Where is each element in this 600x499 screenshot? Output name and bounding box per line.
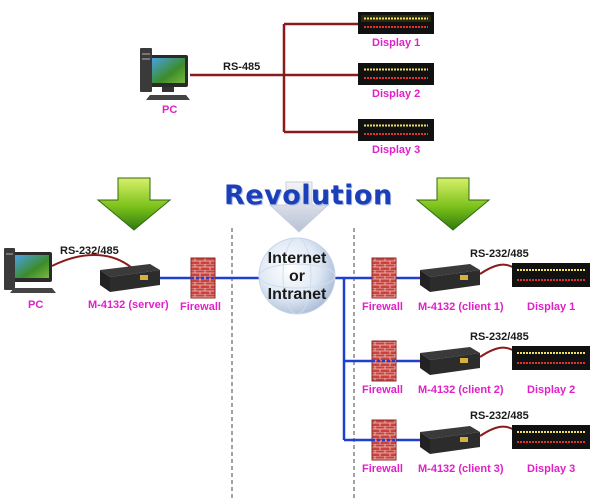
cloud-label-line3: Intranet [267,286,327,303]
cloud-label: Internet or Intranet [262,250,332,304]
client-1-link-label: RS-232/485 [470,248,529,260]
m4132-client-1-icon [420,264,480,292]
client-1-display-label: Display 1 [527,301,576,313]
bottom-display-3-icon [512,425,590,449]
client-2-firewall-label: Firewall [362,384,403,396]
m4132-client-3-icon [420,426,480,454]
cloud-label-line1: Internet [267,250,327,267]
server-firewall-label: Firewall [180,301,221,313]
internet-globe-icon [258,237,336,315]
left-down-arrow-icon [96,177,172,231]
client-2-display-label: Display 2 [527,384,576,396]
server-link-label: RS-232/485 [60,245,119,257]
client-3-display-label: Display 3 [527,463,576,475]
revolution-title: Revolution [224,180,393,211]
top-display-3-icon [358,119,434,141]
right-down-arrow-icon [415,177,491,231]
server-rs232-link [51,254,133,269]
client-3-firewall-icon [371,419,397,461]
client-2-link-label: RS-232/485 [470,331,529,343]
m4132-server-icon [100,264,160,292]
cloud-label-line2: or [289,268,305,285]
client-2-firewall-icon [371,340,397,382]
rs485-bus [190,22,358,134]
top-display-1-icon [358,12,434,34]
client-1-firewall-icon [371,257,397,299]
center-down-arrow-icon [268,181,330,233]
top-pc-icon [140,48,190,100]
client-3-link-label: RS-232/485 [470,410,529,422]
top-pc-label: PC [162,104,178,116]
m4132-client-2-icon [420,347,480,375]
client-1-firewall-label: Firewall [362,301,403,313]
bottom-display-1-icon [512,263,590,287]
top-display-1-label: Display 1 [372,37,421,49]
client-rs232-links [479,263,515,437]
bottom-pc-label: PC [28,299,44,311]
bottom-display-2-icon [512,346,590,370]
bottom-pc-icon [4,248,56,293]
top-display-2-label: Display 2 [372,88,421,100]
network-lines [160,276,420,442]
client-1-device-label: M-4132 (client 1) [418,301,504,313]
server-label: M-4132 (server) [88,299,169,311]
client-2-device-label: M-4132 (client 2) [418,384,504,396]
rs485-label: RS-485 [223,61,261,73]
top-display-2-icon [358,63,434,85]
server-firewall-icon [190,257,216,299]
client-3-firewall-label: Firewall [362,463,403,475]
client-3-device-label: M-4132 (client 3) [418,463,504,475]
top-display-3-label: Display 3 [372,144,421,156]
